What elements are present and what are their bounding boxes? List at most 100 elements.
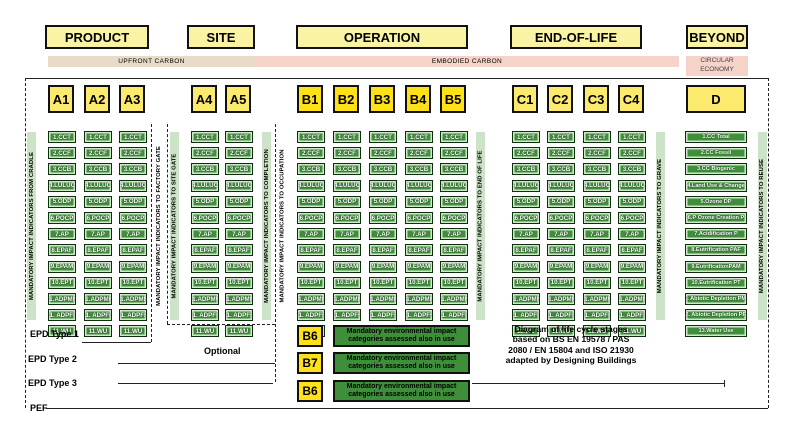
epd-type-3-end-tick [724, 380, 725, 387]
module-b7: B7 [297, 352, 323, 374]
indicator-cell-c2-10: 10.EPT [547, 276, 575, 289]
indicator-cell-a3-9: 9.EPAM [119, 260, 147, 273]
indicator-cell-c2-12: 11. ADPFR [547, 309, 575, 322]
epd-type-2-line [118, 363, 275, 364]
indicator-cell-b1-1: 1.CCT [297, 131, 325, 143]
indicator-cell-c3-2: 2.CCF [583, 147, 611, 160]
indicator-cell-b1-2: 2.CCF [297, 147, 325, 160]
indicator-cell-c1-8: 8.EPAF [512, 244, 540, 257]
indicator-cell-c1-5: 5.ODP [512, 195, 540, 208]
epd-type-3-label: EPD Type 3 [28, 378, 77, 388]
module-b7-text: Mandatory environmental impact categorie… [333, 352, 470, 374]
indicator-cell-b4-8: 8.EPAF [405, 244, 433, 257]
indicator-cell-a4-1: 1.CCT [191, 131, 219, 143]
indicator-cell-a1-7: 7.AP [48, 228, 76, 241]
indicator-cell-c3-13: 11.WU [583, 325, 611, 338]
indicator-cell-b5-6: 6.POCP [440, 212, 468, 224]
indicator-cell-d-11: 11. Abiotic Depletion PMM [685, 293, 747, 305]
indicator-cell-b1-6: 6.POCP [297, 212, 325, 224]
indicator-cell-a2-4: 4.LULUC [84, 179, 112, 192]
indicator-cell-a2-9: 9.EPAM [84, 260, 112, 273]
indicator-cell-c3-7: 7.AP [583, 228, 611, 241]
epd-type-2-label: EPD Type 2 [28, 354, 77, 364]
epd-type-3-line-left [118, 383, 273, 384]
indicator-cell-c3-3: 3.CCB [583, 163, 611, 176]
indicator-cell-c3-9: 9.EPAM [583, 260, 611, 273]
indicator-cell-d-4: 4.Land Use & Change [685, 179, 747, 192]
indicator-cell-a3-6: 6.POCP [119, 212, 147, 224]
indicator-cell-b2-4: 4.LULUC [333, 179, 361, 192]
indicator-cell-a4-10: 10.EPT [191, 276, 219, 289]
indicator-cell-a4-9: 9.EPAM [191, 260, 219, 273]
indicator-cell-b4-12: 11. ADPFR [405, 309, 433, 322]
indicator-cell-a5-13: 11.WU [225, 325, 253, 338]
indicator-cell-a4-13: 11.WU [191, 325, 219, 338]
label-to-occupation: MANDATORY IMPACT INDICATORS TO OCCUPATIO… [279, 149, 286, 303]
label-to-factory-gate: MANDATORY IMPACT INDICATORS TO FACTORY G… [155, 146, 162, 306]
indicator-cell-c1-1: 1.CCT [512, 131, 540, 143]
indicator-cell-b3-4: 4.LULUC [369, 179, 397, 192]
indicator-cell-a5-4: 4.LULUC [225, 179, 253, 192]
indicator-cell-b1-10: 10.EPT [297, 276, 325, 289]
indicator-cell-b3-5: 5.ODP [369, 195, 397, 208]
indicator-cell-a3-8: 8.EPAF [119, 244, 147, 257]
indicator-cell-a4-12: 11. ADPFR [191, 309, 219, 322]
indicator-cell-b1-3: 3.CCB [297, 163, 325, 176]
indicator-cell-c2-6: 6.POCP [547, 212, 575, 224]
indicator-cell-b3-11: 11.ADPMM [369, 293, 397, 305]
indicator-cell-c3-8: 8.EPAF [583, 244, 611, 257]
indicator-cell-a5-11: 11.ADPMM [225, 293, 253, 305]
module-b6-type1: B6 [297, 325, 323, 347]
indicator-cell-c3-5: 5.ODP [583, 195, 611, 208]
indicator-cell-c3-4: 4.LULUC [583, 179, 611, 192]
indicator-cell-b4-10: 10.EPT [405, 276, 433, 289]
indicator-cell-b3-9: 9.EPAM [369, 260, 397, 273]
indicator-cell-a3-4: 4.LULUC [119, 179, 147, 192]
indicator-cell-a1-11: 11.ADPMM [48, 293, 76, 305]
indicator-cell-b5-2: 2.CCF [440, 147, 468, 160]
indicator-cell-c2-3: 3.CCB [547, 163, 575, 176]
indicator-cell-a2-3: 3.CCB [84, 163, 112, 176]
indicator-cell-b2-11: 11.ADPMM [333, 293, 361, 305]
indicator-cell-a4-2: 2.CCF [191, 147, 219, 160]
indicator-cell-a5-3: 3.CCB [225, 163, 253, 176]
indicator-cell-b2-1: 1.CCT [333, 131, 361, 143]
indicator-cell-a1-6: 6.POCP [48, 212, 76, 224]
indicator-cell-b2-12: 11. ADPFR [333, 309, 361, 322]
indicator-cell-a1-5: 5.ODP [48, 195, 76, 208]
pef-line [46, 408, 768, 409]
indicator-cell-a5-10: 10.EPT [225, 276, 253, 289]
indicator-cell-a3-7: 7.AP [119, 228, 147, 241]
optional-boundary [167, 324, 275, 325]
frame-left-line [25, 78, 26, 408]
indicator-cell-a2-7: 7.AP [84, 228, 112, 241]
indicator-cell-c2-5: 5.ODP [547, 195, 575, 208]
indicator-cell-c3-10: 10.EPT [583, 276, 611, 289]
indicator-cell-a3-12: 11. ADPFR [119, 309, 147, 322]
indicator-cell-c1-10: 10.EPT [512, 276, 540, 289]
label-to-site-gate: MANDATORY IMPACT INDICATORS TO SITE GATE [170, 132, 179, 320]
completion-boundary [275, 124, 276, 382]
indicator-cell-c2-8: 8.EPAF [547, 244, 575, 257]
indicator-cell-a4-3: 3.CCB [191, 163, 219, 176]
indicator-cell-c2-7: 7.AP [547, 228, 575, 241]
stage-a5: A5 [225, 85, 251, 113]
header-end-of-life: END-OF-LIFE [510, 25, 642, 49]
indicator-cell-b2-9: 9.EPAM [333, 260, 361, 273]
indicator-cell-b2-2: 2.CCF [333, 147, 361, 160]
indicator-cell-b4-2: 2.CCF [405, 147, 433, 160]
indicator-cell-c3-11: 11.ADPMM [583, 293, 611, 305]
optional-label: Optional [204, 346, 241, 356]
indicator-cell-b5-5: 5.ODP [440, 195, 468, 208]
indicator-cell-b5-3: 3.CCB [440, 163, 468, 176]
module-b6-type3-text: Mandatory environmental impact categorie… [333, 380, 470, 402]
indicator-cell-c4-6: 6.POCP [618, 212, 646, 224]
indicator-cell-c2-2: 2.CCF [547, 147, 575, 160]
indicator-cell-b1-7: 7.AP [297, 228, 325, 241]
indicator-cell-a3-10: 10.EPT [119, 276, 147, 289]
module-b6-type3: B6 [297, 380, 323, 402]
indicator-cell-a3-2: 2.CCF [119, 147, 147, 160]
indicator-cell-a3-5: 5.ODP [119, 195, 147, 208]
indicator-cell-b1-8: 8.EPAF [297, 244, 325, 257]
indicator-cell-b5-8: 8.EPAF [440, 244, 468, 257]
